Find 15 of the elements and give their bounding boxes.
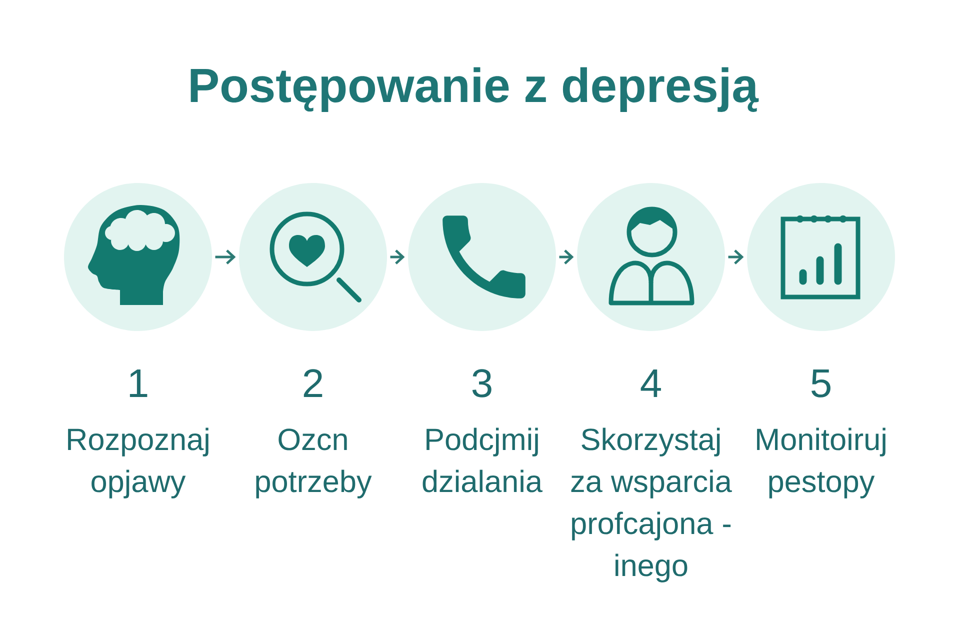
step-label: Monitoiruj pestopy xyxy=(757,428,886,498)
step-label: Rozpoznaj opjawy xyxy=(68,428,208,498)
arrow xyxy=(215,250,236,264)
step-number: 4 xyxy=(640,369,661,397)
step-circle xyxy=(577,183,725,331)
step-label: Podcjmij dzialania xyxy=(422,428,542,492)
step-number: 1 xyxy=(130,369,148,397)
step-number: 3 xyxy=(472,369,492,398)
title: Postępowanie z depresją xyxy=(190,67,759,112)
step-number: 5 xyxy=(812,369,830,398)
step-number: 2 xyxy=(304,369,322,397)
step-label: Skorzystaj za wsparcia profcajona - inego xyxy=(571,428,732,582)
step-label: Ozcn potrzeby xyxy=(256,428,372,498)
step-circle xyxy=(747,183,895,331)
step-circle xyxy=(239,183,387,331)
